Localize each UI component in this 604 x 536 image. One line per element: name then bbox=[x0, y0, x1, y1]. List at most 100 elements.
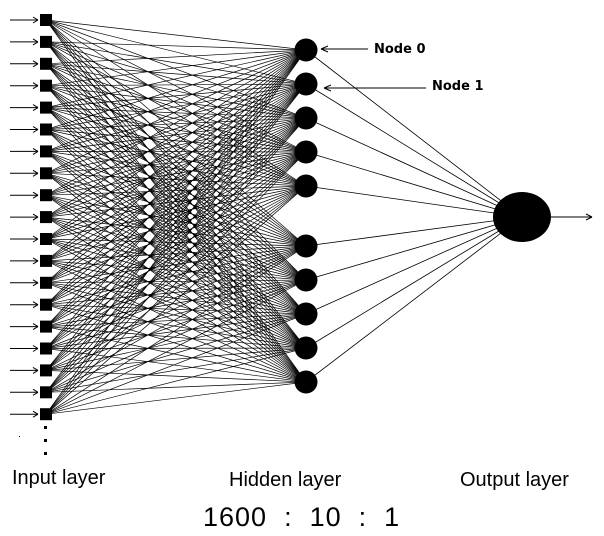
input-hidden-connections bbox=[45, 19, 307, 415]
connection-line bbox=[45, 151, 307, 415]
connection-line bbox=[45, 63, 307, 281]
connection-line bbox=[45, 173, 307, 383]
connection-line bbox=[45, 172, 307, 281]
arrow-head-icon bbox=[32, 345, 39, 352]
input-node bbox=[40, 342, 52, 355]
connection-line bbox=[45, 63, 307, 187]
connection-line bbox=[45, 19, 307, 281]
output-layer-label: Output layer bbox=[460, 469, 569, 491]
connection-line bbox=[45, 85, 307, 383]
connection-line bbox=[45, 49, 307, 262]
connection-line bbox=[45, 83, 307, 393]
connection-line bbox=[45, 279, 307, 284]
connection-line bbox=[45, 347, 307, 371]
connection-line bbox=[45, 41, 307, 281]
connection-line bbox=[45, 49, 307, 87]
connection-line bbox=[45, 185, 307, 371]
connection-line bbox=[45, 151, 307, 284]
connection-line bbox=[45, 117, 307, 327]
hidden-node bbox=[294, 174, 318, 198]
connection-line bbox=[305, 117, 523, 218]
arrow-head-icon bbox=[32, 82, 39, 90]
connection-line bbox=[45, 282, 307, 349]
connection-line bbox=[45, 117, 307, 393]
arrow-head-icon bbox=[32, 388, 39, 396]
connection-line bbox=[45, 49, 307, 349]
connection-line bbox=[45, 381, 307, 393]
connection-line bbox=[45, 49, 307, 284]
hidden-node bbox=[294, 336, 318, 360]
arrow-head-icon bbox=[32, 126, 39, 133]
connection-line bbox=[45, 83, 307, 87]
connection-line bbox=[45, 19, 307, 119]
input-node bbox=[40, 79, 52, 92]
connection-line bbox=[45, 107, 307, 247]
hidden-nodes bbox=[294, 38, 318, 394]
connection-line bbox=[45, 129, 307, 187]
connection-line bbox=[45, 313, 307, 349]
connection-line bbox=[45, 85, 307, 315]
connection-line bbox=[45, 83, 307, 262]
connection-line bbox=[45, 41, 307, 349]
connection-line bbox=[45, 151, 307, 349]
connection-line bbox=[45, 185, 307, 415]
input-nodes bbox=[40, 14, 52, 421]
connection-line bbox=[45, 49, 307, 108]
connection-line bbox=[45, 245, 307, 327]
hidden-layer-label: Hidden layer bbox=[229, 469, 342, 491]
connection-line bbox=[45, 151, 307, 306]
arrow-head-icon bbox=[32, 191, 39, 199]
connection-line bbox=[45, 238, 307, 315]
input-node bbox=[40, 211, 52, 224]
hidden-node bbox=[294, 106, 318, 130]
hidden-node bbox=[294, 38, 318, 62]
connection-line bbox=[45, 282, 307, 383]
connection-line bbox=[305, 216, 523, 247]
arrow-head-icon bbox=[585, 213, 593, 221]
input-node bbox=[40, 189, 52, 202]
arrow-head-icon bbox=[32, 104, 39, 112]
connection-line bbox=[45, 238, 307, 281]
connection-line bbox=[45, 129, 307, 281]
connection-line bbox=[45, 117, 307, 349]
connection-line bbox=[45, 347, 307, 393]
connection-line bbox=[45, 63, 307, 349]
connection-line bbox=[45, 151, 307, 187]
connection-line bbox=[45, 85, 307, 153]
connection-line bbox=[45, 19, 307, 187]
ellipsis-dot bbox=[44, 426, 47, 429]
connection-line bbox=[45, 41, 307, 247]
connection-line bbox=[45, 279, 307, 393]
connection-line bbox=[45, 117, 307, 305]
connection-line bbox=[45, 117, 307, 371]
connection-line bbox=[45, 313, 307, 393]
annotation-arrows bbox=[320, 45, 426, 92]
connection-line bbox=[45, 49, 307, 327]
connection-line bbox=[45, 41, 307, 383]
connection-line bbox=[45, 216, 307, 383]
arrow-head-icon bbox=[32, 410, 39, 418]
connection-line bbox=[45, 83, 307, 371]
connection-line bbox=[45, 279, 307, 349]
input-node bbox=[40, 145, 52, 158]
connection-line bbox=[45, 245, 307, 393]
connection-line bbox=[45, 185, 307, 393]
arrow-head-icon bbox=[320, 45, 329, 53]
connection-line bbox=[45, 41, 307, 119]
connection-line bbox=[45, 185, 307, 218]
connection-line bbox=[45, 245, 307, 284]
hidden-node bbox=[294, 370, 318, 394]
connection-line bbox=[45, 172, 307, 187]
connection-line bbox=[45, 260, 307, 315]
connection-line bbox=[45, 238, 307, 349]
connection-line bbox=[45, 151, 307, 174]
connection-line bbox=[45, 245, 307, 349]
connection-line bbox=[45, 49, 307, 415]
connection-line bbox=[45, 107, 307, 349]
connection-line bbox=[45, 117, 307, 240]
connection-line bbox=[45, 260, 307, 383]
connection-line bbox=[45, 151, 307, 196]
architecture-ratio: 1600 : 10 : 1 bbox=[203, 502, 401, 532]
connection-line bbox=[45, 19, 307, 315]
